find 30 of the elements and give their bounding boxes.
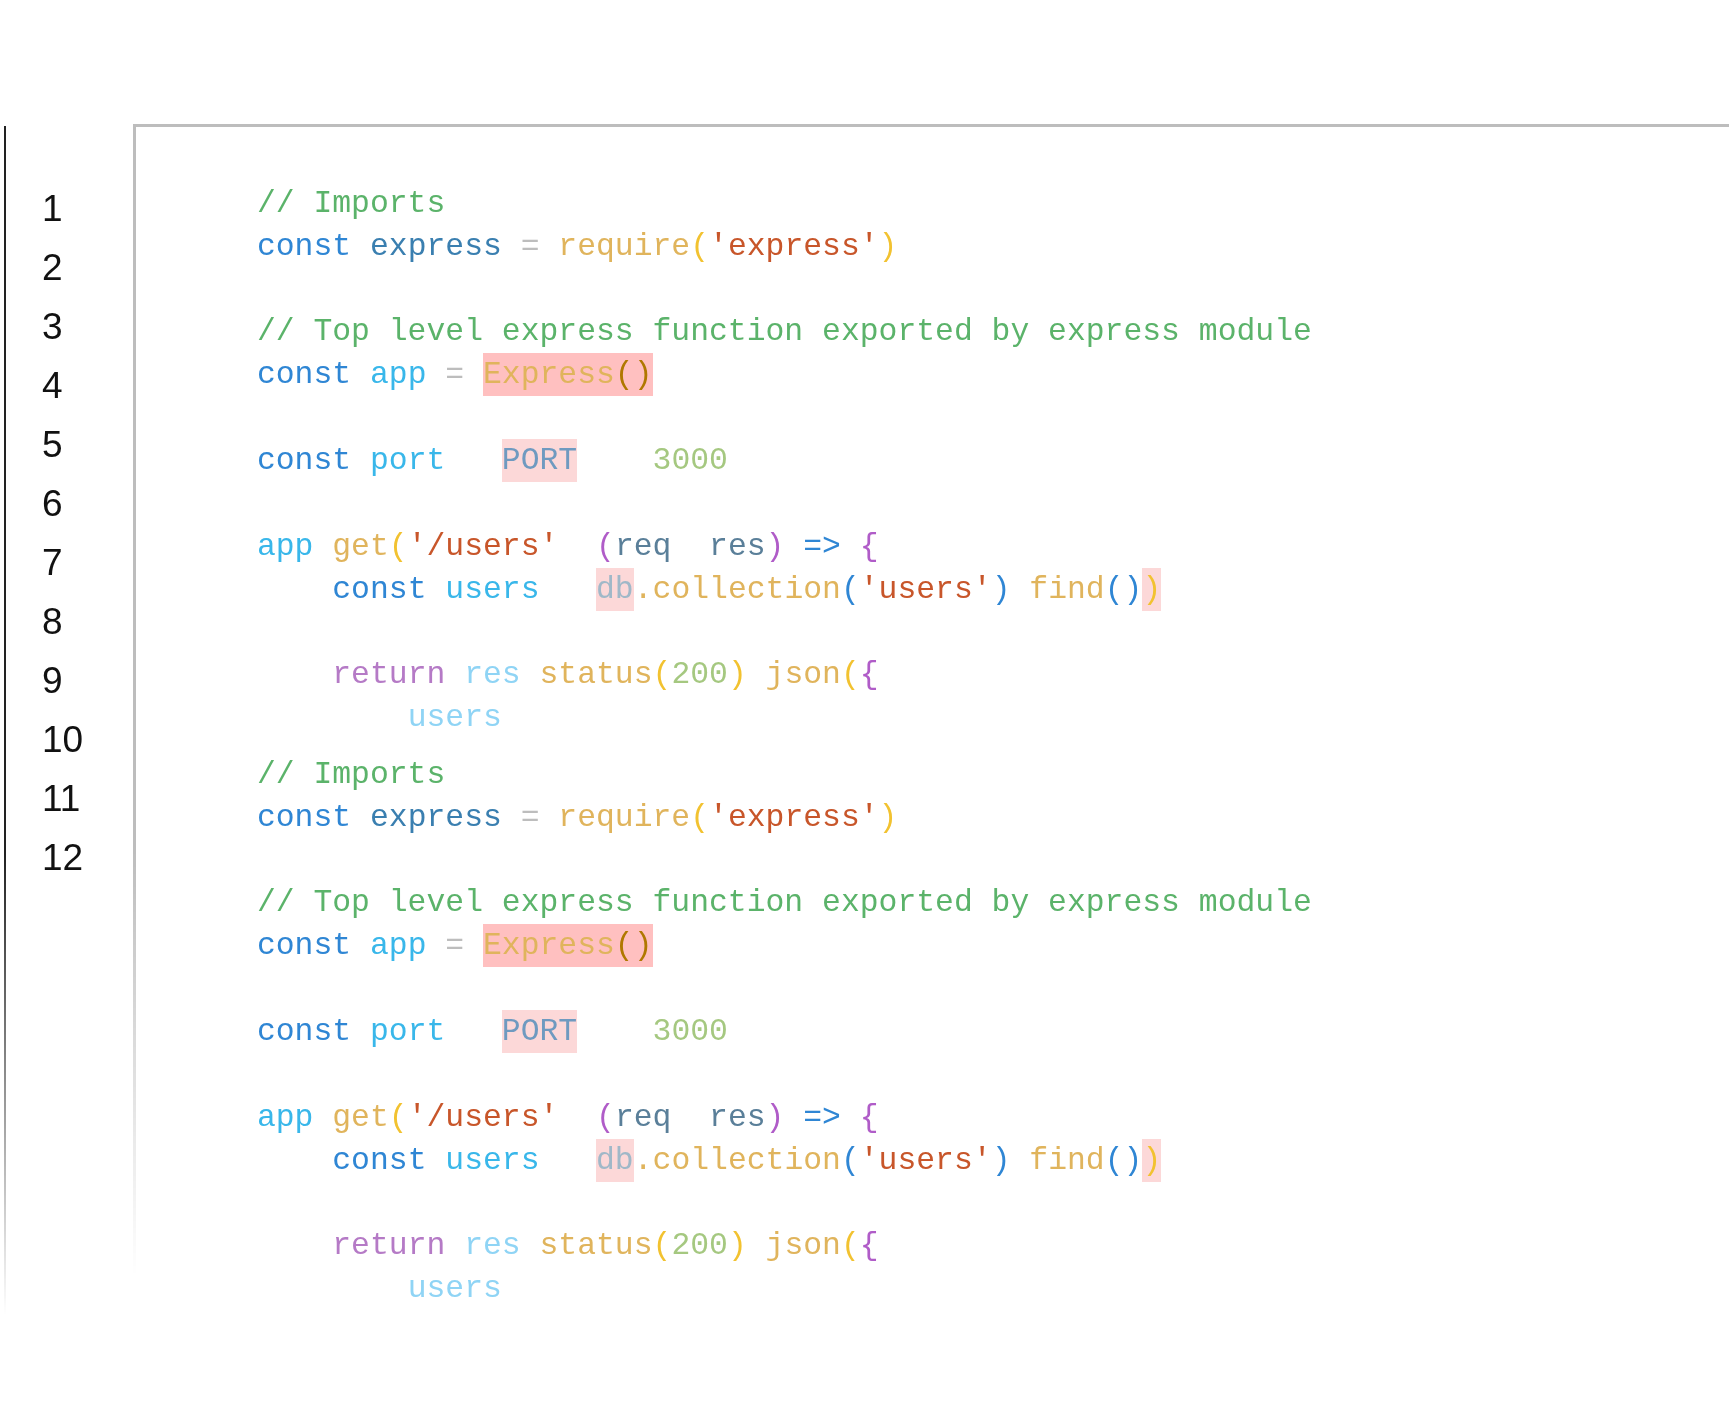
code-line: // Imports [256, 756, 446, 795]
line-number: 10 [41, 720, 84, 758]
code-line: return res status(200) json({ [331, 656, 879, 694]
code-line: const port PORT 3000 [256, 442, 728, 480]
code-line: app get('/users' (req res) => { [256, 1099, 879, 1138]
line-number: 12 [41, 838, 84, 876]
code-line: const app = Express() [256, 356, 653, 394]
code-line: // Imports [256, 185, 446, 223]
code-line: app get('/users' (req res) => { [256, 528, 879, 566]
code-line: users [406, 699, 502, 737]
line-number: 5 [41, 425, 63, 463]
code-line: const express = require('express') [256, 799, 898, 838]
code-line: users [406, 1270, 502, 1308]
line-number: 7 [41, 543, 63, 581]
code-line: const app = Express() [256, 927, 653, 966]
line-number: 6 [41, 484, 63, 522]
code-line: const users db.collection('users') find()) [256, 1142, 1162, 1181]
code-line: const express = require('express') [256, 228, 898, 266]
code-line: // Top level express function exported by express module [256, 884, 1312, 923]
line-number: 9 [41, 661, 63, 699]
line-number: 11 [41, 779, 81, 817]
code-line: const users db.collection('users') find()) [256, 571, 1162, 609]
code-line: // Top level express function exported by express module [256, 313, 1312, 351]
line-number: 1 [41, 189, 63, 227]
code-line: return res status(200) json({ [331, 1227, 879, 1265]
code-line: const port PORT 3000 [256, 1013, 728, 1052]
line-number: 4 [41, 366, 63, 404]
line-number: 3 [41, 307, 63, 345]
line-number: 2 [41, 248, 63, 286]
line-number: 8 [41, 602, 63, 640]
